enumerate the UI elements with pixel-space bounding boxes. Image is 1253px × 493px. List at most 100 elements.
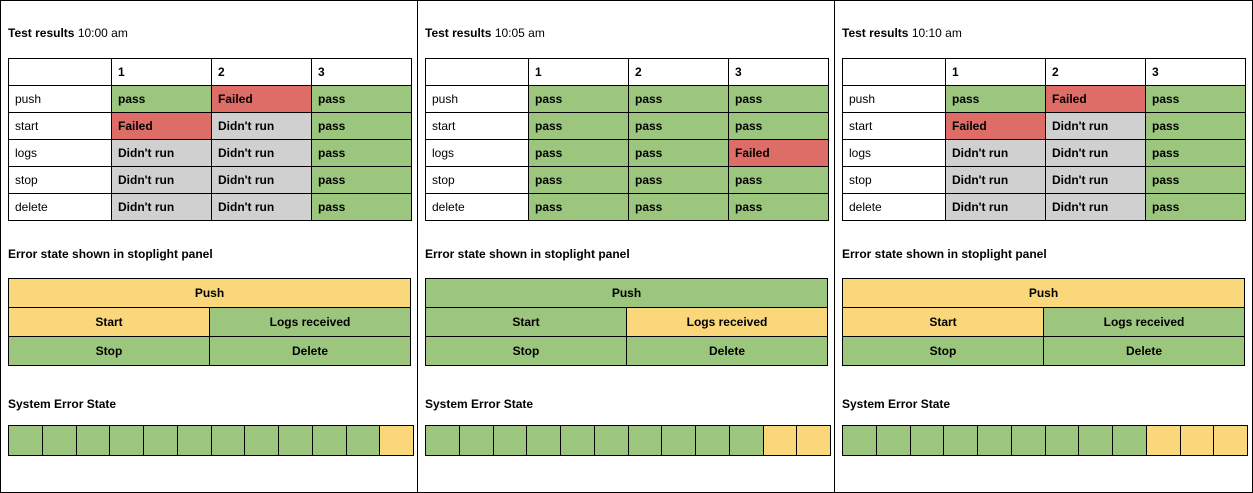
column-header: 3: [728, 58, 829, 86]
result-cell: Didn't run: [945, 166, 1046, 194]
system-error-segment: [311, 426, 346, 455]
result-cell: pass: [628, 139, 729, 167]
system-error-segment: [875, 426, 910, 455]
panel-time: 10:00 am: [77, 26, 128, 40]
result-cell: pass: [628, 193, 729, 221]
system-error-segment: [1179, 426, 1214, 455]
column-header: 2: [211, 58, 312, 86]
table-corner-cell: [425, 58, 529, 86]
result-cell: Didn't run: [1045, 166, 1146, 194]
system-error-segment: [593, 426, 628, 455]
column-header: 3: [1145, 58, 1246, 86]
system-error-segment: [762, 426, 797, 455]
result-cell: Didn't run: [1045, 193, 1146, 221]
result-cell: pass: [1145, 193, 1246, 221]
result-cell: pass: [111, 85, 212, 113]
system-error-bar: [8, 425, 414, 456]
column-header: 1: [111, 58, 212, 86]
result-cell: Didn't run: [1045, 112, 1146, 140]
stoplight-start: Start: [426, 308, 626, 336]
system-error-title: System Error State: [8, 397, 117, 411]
result-cell: Failed: [945, 112, 1046, 140]
row-label: push: [8, 85, 112, 113]
result-cell: pass: [528, 193, 629, 221]
table-corner-cell: [8, 58, 112, 86]
row-label: logs: [8, 139, 112, 167]
system-error-segment: [1010, 426, 1045, 455]
table-corner-cell: [842, 58, 946, 86]
system-error-segment: [143, 426, 177, 455]
row-label: push: [842, 85, 946, 113]
result-cell: Didn't run: [211, 112, 312, 140]
result-cell: Didn't run: [945, 139, 1046, 167]
result-cell: Didn't run: [111, 139, 212, 167]
stoplight-logs: Logs received: [209, 308, 410, 336]
result-cell: pass: [728, 85, 829, 113]
row-label: push: [425, 85, 529, 113]
result-cell: Failed: [111, 112, 212, 140]
result-cell: Failed: [728, 139, 829, 167]
result-cell: Didn't run: [111, 193, 212, 221]
result-cell: Didn't run: [211, 166, 312, 194]
result-cell: pass: [311, 193, 412, 221]
result-cell: pass: [945, 85, 1046, 113]
system-error-segment: [627, 426, 662, 455]
system-error-segment: [426, 426, 459, 455]
system-error-title: System Error State: [425, 397, 534, 411]
system-error-segment: [1112, 426, 1146, 455]
stoplight-start: Start: [843, 308, 1043, 336]
stoplight-row: Push: [843, 279, 1244, 307]
panel-time: 10:10 am: [911, 26, 962, 40]
stoplight-title: Error state shown in stoplight panel: [842, 247, 1047, 261]
result-cell: pass: [1145, 166, 1246, 194]
system-error-segment: [728, 426, 763, 455]
system-error-segment: [796, 426, 830, 455]
system-error-segment: [695, 426, 729, 455]
stoplight-stop: Stop: [9, 337, 209, 365]
system-error-segment: [1078, 426, 1112, 455]
panel-time: 10:05 am: [494, 26, 545, 40]
result-cell: pass: [528, 85, 629, 113]
stoplight-stop: Stop: [843, 337, 1043, 365]
result-cell: pass: [311, 112, 412, 140]
column-header: 2: [1045, 58, 1146, 86]
result-cell: pass: [311, 139, 412, 167]
system-error-segment: [345, 426, 380, 455]
row-label: stop: [842, 166, 946, 194]
panel-title: Test results 10:05 am: [425, 26, 545, 40]
stoplight-stop: Stop: [426, 337, 626, 365]
result-cell: pass: [528, 112, 629, 140]
result-cell: Failed: [1045, 85, 1146, 113]
panel-title: Test results 10:00 am: [8, 26, 128, 40]
result-cell: pass: [728, 193, 829, 221]
row-label: logs: [425, 139, 529, 167]
system-error-segment: [977, 426, 1011, 455]
system-error-segment: [1145, 426, 1180, 455]
system-error-segment: [9, 426, 42, 455]
result-cell: pass: [1145, 85, 1246, 113]
system-error-segment: [41, 426, 76, 455]
system-error-segment: [379, 426, 413, 455]
system-error-segment: [492, 426, 527, 455]
row-label: delete: [425, 193, 529, 221]
system-error-segment: [943, 426, 977, 455]
stoplight-logs: Logs received: [626, 308, 827, 336]
row-label: delete: [8, 193, 112, 221]
result-cell: pass: [728, 166, 829, 194]
